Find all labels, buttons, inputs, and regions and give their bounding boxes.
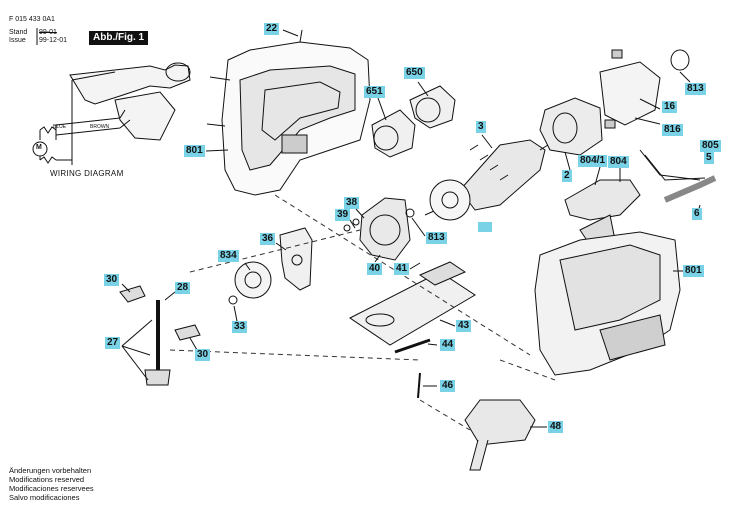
callout-46: 46 bbox=[440, 380, 456, 392]
callout-6: 6 bbox=[692, 208, 702, 220]
bushings-650-651 bbox=[371, 85, 456, 158]
wiring-diagram-title: WIRING DIAGRAM bbox=[50, 169, 124, 178]
housing-801-right bbox=[534, 231, 681, 376]
footer-line: Modifications reserved bbox=[9, 475, 85, 484]
stand-value: 99-01 bbox=[39, 29, 57, 36]
callout-651: 651 bbox=[364, 86, 385, 98]
wire-brown-label: BROWN bbox=[90, 124, 110, 130]
motor-symbol: M bbox=[36, 144, 42, 151]
callout-33: 33 bbox=[232, 321, 248, 333]
issue-label: Issue bbox=[9, 37, 26, 44]
callout-5: 5 bbox=[704, 152, 714, 164]
washer-33 bbox=[228, 295, 238, 305]
callout-22: 22 bbox=[264, 23, 280, 35]
gear-housing-40 bbox=[343, 197, 415, 261]
callout-39: 39 bbox=[335, 209, 351, 221]
callout-801-right: 801 bbox=[683, 265, 704, 277]
stand-label: Stand bbox=[9, 29, 28, 36]
plunger-28 bbox=[119, 285, 201, 386]
screw-46 bbox=[417, 372, 421, 399]
callout-805: 805 bbox=[700, 140, 721, 152]
housing-half-801 bbox=[206, 29, 371, 196]
dust-cap-48 bbox=[464, 399, 536, 471]
issue-value: 99-12-01 bbox=[39, 37, 68, 44]
footer-line: Modificaciones reservees bbox=[9, 484, 94, 493]
callout-816: 816 bbox=[662, 124, 683, 136]
callout-41: 41 bbox=[394, 263, 410, 275]
callout-813-top: 813 bbox=[685, 83, 706, 95]
wire-blue-label: BLUE bbox=[53, 124, 67, 130]
footer-line: Änderungen vorbehalten bbox=[9, 466, 92, 475]
figure-tab: Abb./Fig. 1 bbox=[89, 31, 149, 45]
callout-813-mid: 813 bbox=[426, 232, 447, 244]
gear-834 bbox=[234, 261, 272, 299]
callout-650: 650 bbox=[404, 67, 425, 79]
wiring-diagram bbox=[32, 62, 191, 165]
field-coil-2 bbox=[539, 97, 603, 156]
callout-28: 28 bbox=[175, 282, 191, 294]
callout-16: 16 bbox=[662, 101, 678, 113]
footer-line: Salvo modificaciones bbox=[9, 493, 80, 502]
document-number: F 015 433 0A1 bbox=[9, 16, 55, 23]
callout-3: 3 bbox=[476, 121, 486, 133]
guide-36 bbox=[279, 227, 313, 291]
callout-40: 40 bbox=[367, 263, 383, 275]
callout-2: 2 bbox=[562, 170, 572, 182]
callout-38: 38 bbox=[344, 197, 360, 209]
callout-30-bottom: 30 bbox=[195, 349, 211, 361]
callout-801-left: 801 bbox=[184, 145, 205, 157]
callout-48: 48 bbox=[548, 421, 564, 433]
fan-wheel bbox=[429, 179, 471, 221]
callout-30-top: 30 bbox=[104, 274, 120, 286]
empty-callout-marker bbox=[478, 222, 492, 232]
callout-804-1: 804/1 bbox=[578, 155, 608, 167]
brush-holder-16 bbox=[599, 49, 690, 129]
footer-notes: Änderungen vorbehalten Modifications res… bbox=[9, 466, 94, 502]
callout-27: 27 bbox=[105, 337, 121, 349]
base-plate-43 bbox=[349, 261, 476, 346]
callout-36: 36 bbox=[260, 233, 276, 245]
callout-44: 44 bbox=[440, 339, 456, 351]
lever-44 bbox=[394, 338, 431, 354]
callout-834: 834 bbox=[218, 250, 239, 262]
callout-804: 804 bbox=[608, 156, 629, 168]
callout-43: 43 bbox=[456, 320, 472, 332]
